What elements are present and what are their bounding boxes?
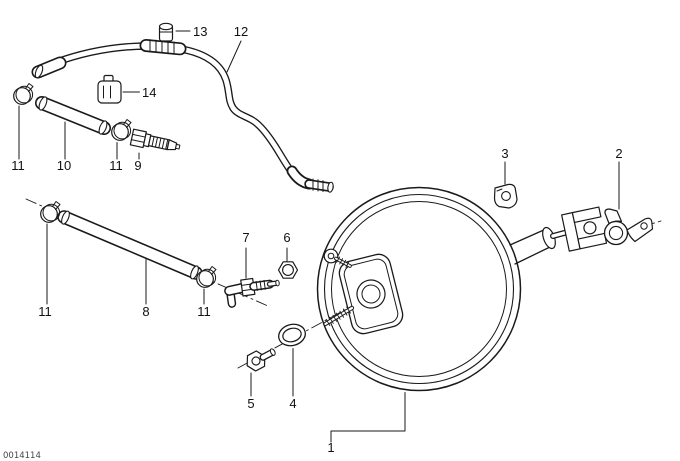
part-11-clamp-c <box>40 201 61 223</box>
callout-1: 1 <box>327 440 334 455</box>
part-6-nut <box>277 261 299 279</box>
callout-9: 9 <box>134 158 141 173</box>
callout-11b: 11 <box>109 158 123 173</box>
callout-labels: 13 12 14 11 10 11 9 7 6 3 2 11 8 11 5 4 … <box>11 24 622 455</box>
booster-threaded-stud-upper <box>334 256 352 268</box>
part-11-clamp-b <box>111 119 132 141</box>
part-14-clip <box>97 74 122 104</box>
pushrod-clevis <box>561 206 608 252</box>
callout-7: 7 <box>242 230 249 245</box>
part-7-elbow-fitting <box>224 277 280 308</box>
callout-11c: 11 <box>38 304 52 319</box>
part-12-vacuum-pipe <box>31 39 334 193</box>
callout-14: 14 <box>142 85 156 100</box>
part-9-connector <box>129 128 181 151</box>
callout-8: 8 <box>142 304 149 319</box>
part-4-o-ring <box>278 323 306 347</box>
booster-pushrod-neck <box>509 226 569 265</box>
part-5-fitting <box>246 348 276 372</box>
part-3-bracket <box>493 183 518 209</box>
part-10-hose <box>35 96 111 135</box>
callout-5: 5 <box>247 396 254 411</box>
leader-lines <box>18 30 620 443</box>
part-11-clamp-d <box>196 266 217 288</box>
callout-6: 6 <box>283 230 290 245</box>
callout-11d: 11 <box>197 304 211 319</box>
booster-threaded-stud <box>323 305 355 327</box>
part-8-hose <box>57 210 203 280</box>
callout-10: 10 <box>57 158 71 173</box>
callout-2: 2 <box>615 146 622 161</box>
part-2-clamp-bracket <box>603 208 654 246</box>
part-1-brake-booster <box>316 186 608 392</box>
callout-3: 3 <box>501 146 508 161</box>
callout-4: 4 <box>289 396 296 411</box>
part-11-clamp-a <box>13 83 34 105</box>
booster-stud-head <box>323 248 339 264</box>
booster-front-plate <box>338 253 404 335</box>
part-13-cap <box>158 22 174 42</box>
callout-11a: 11 <box>11 158 25 173</box>
corner-code: 0014114 <box>3 451 41 461</box>
callout-12: 12 <box>234 24 248 39</box>
callout-13: 13 <box>193 24 207 39</box>
